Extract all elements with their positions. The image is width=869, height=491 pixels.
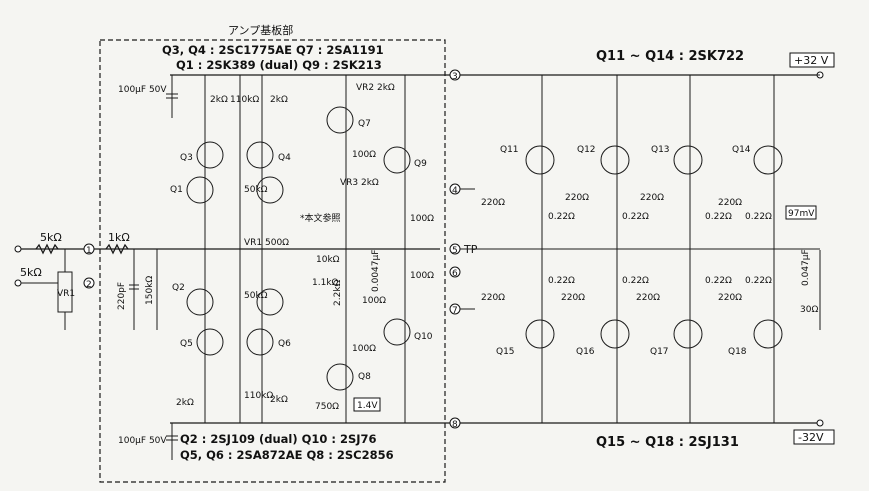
amp-board-outline [99, 39, 446, 483]
svg-text:Q7: Q7 [358, 119, 371, 129]
rail-pos: +32 V [794, 54, 829, 67]
board-title: アンプ基板部 [228, 23, 293, 37]
svg-text:220Ω: 220Ω [640, 193, 664, 203]
svg-text:Q10: Q10 [414, 332, 433, 342]
output-resistor-labels: 220Ω 220Ω 220Ω 220Ω 0.22Ω 0.22Ω 0.22Ω 0.… [481, 193, 818, 315]
svg-text:100Ω: 100Ω [352, 344, 376, 354]
rail-neg: -32V [798, 431, 824, 444]
svg-text:2.2kΩ: 2.2kΩ [333, 279, 343, 306]
svg-text:2kΩ: 2kΩ [270, 95, 288, 105]
svg-text:2kΩ: 2kΩ [270, 395, 288, 405]
svg-text:Q4: Q4 [278, 153, 291, 163]
svg-text:Q1: Q1 [170, 185, 183, 195]
svg-text:220Ω: 220Ω [561, 293, 585, 303]
svg-text:220pF: 220pF [117, 282, 127, 310]
svg-text:50kΩ: 50kΩ [244, 291, 268, 301]
svg-text:8: 8 [452, 420, 458, 430]
svg-text:1kΩ: 1kΩ [108, 231, 130, 244]
svg-text:Q16: Q16 [576, 347, 595, 357]
svg-text:220Ω: 220Ω [481, 293, 505, 303]
output-columns [541, 75, 821, 423]
svg-text:0.22Ω: 0.22Ω [548, 212, 575, 222]
svg-text:150kΩ: 150kΩ [145, 276, 155, 305]
pch-note: Q15 ~ Q18 : 2SJ131 [596, 435, 739, 450]
svg-text:110kΩ: 110kΩ [230, 95, 259, 105]
svg-text:220Ω: 220Ω [718, 293, 742, 303]
svg-text:1: 1 [86, 246, 92, 256]
svg-text:Q14: Q14 [732, 145, 751, 155]
svg-text:Q6: Q6 [278, 339, 291, 349]
svg-text:VR1 500Ω: VR1 500Ω [244, 238, 289, 248]
svg-text:5kΩ: 5kΩ [20, 266, 42, 279]
svg-text:100Ω: 100Ω [362, 296, 386, 306]
svg-text:0.22Ω: 0.22Ω [622, 212, 649, 222]
svg-text:100μF 50V: 100μF 50V [118, 85, 167, 95]
nch-note: Q11 ~ Q14 : 2SK722 [596, 49, 744, 64]
output-transistors: Q11 Q12 Q13 Q14 Q15 Q16 Q17 Q18 [496, 145, 783, 357]
svg-text:2: 2 [86, 280, 92, 290]
svg-text:Q12: Q12 [577, 145, 596, 155]
svg-text:0.22Ω: 0.22Ω [548, 276, 575, 286]
svg-text:100Ω: 100Ω [352, 150, 376, 160]
svg-text:Q3: Q3 [180, 153, 193, 163]
svg-text:100Ω: 100Ω [410, 214, 434, 224]
svg-text:5: 5 [452, 246, 458, 256]
svg-text:Q13: Q13 [651, 145, 670, 155]
svg-text:50kΩ: 50kΩ [244, 185, 268, 195]
svg-text:Q5: Q5 [180, 339, 193, 349]
svg-text:Q2: Q2 [172, 283, 185, 293]
svg-text:*本文参照: *本文参照 [300, 212, 341, 224]
svg-text:Q9: Q9 [414, 159, 427, 169]
svg-text:220Ω: 220Ω [481, 198, 505, 208]
front-transistors: Q3 Q4 Q1 Q2 Q5 Q6 Q7 Q8 Q9 Q10 [170, 106, 433, 391]
svg-text:97mV: 97mV [788, 209, 815, 219]
svg-text:750Ω: 750Ω [315, 402, 339, 412]
svg-text:7: 7 [452, 306, 458, 316]
svg-text:0.0047μF: 0.0047μF [371, 250, 381, 292]
svg-text:3: 3 [452, 72, 458, 82]
svg-text:1.4V: 1.4V [357, 401, 378, 411]
svg-text:2kΩ: 2kΩ [210, 95, 228, 105]
svg-text:4: 4 [452, 186, 458, 196]
svg-text:0.22Ω: 0.22Ω [622, 276, 649, 286]
svg-text:VR3 2kΩ: VR3 2kΩ [340, 178, 379, 188]
svg-text:5kΩ: 5kΩ [40, 231, 62, 244]
svg-text:110kΩ: 110kΩ [244, 391, 273, 401]
svg-text:100μF 50V: 100μF 50V [118, 436, 167, 446]
svg-text:Q18: Q18 [728, 347, 747, 357]
svg-text:100Ω: 100Ω [410, 271, 434, 281]
svg-text:6: 6 [452, 269, 458, 279]
svg-text:Q11: Q11 [500, 145, 519, 155]
svg-text:220Ω: 220Ω [636, 293, 660, 303]
top-note-1: Q3, Q4 : 2SC1775AE Q7 : 2SA1191 [162, 43, 384, 57]
svg-text:Q15: Q15 [496, 347, 515, 357]
svg-text:0.22Ω: 0.22Ω [745, 276, 772, 286]
svg-text:Q8: Q8 [358, 372, 371, 382]
svg-text:0.22Ω: 0.22Ω [705, 276, 732, 286]
svg-text:10kΩ: 10kΩ [316, 255, 340, 265]
svg-text:1.1kΩ: 1.1kΩ [312, 278, 339, 288]
svg-text:220Ω: 220Ω [718, 198, 742, 208]
svg-text:0.047μF: 0.047μF [801, 249, 811, 286]
svg-text:Q17: Q17 [650, 347, 669, 357]
terminals: 3 4 5 6 7 8 1 2 [83, 69, 461, 430]
svg-text:220Ω: 220Ω [565, 193, 589, 203]
svg-text:0.22Ω: 0.22Ω [745, 212, 772, 222]
front-stage-labels: 2kΩ 110kΩ 2kΩ VR2 2kΩ 50kΩ VR1 500Ω 50kΩ… [176, 83, 434, 412]
top-note-2: Q1 : 2SK389 (dual) Q9 : 2SK213 [176, 58, 382, 72]
bottom-note-1: Q2 : 2SJ109 (dual) Q10 : 2SJ76 [180, 432, 377, 446]
bottom-note-2: Q5, Q6 : 2SA872AE Q8 : 2SC2856 [180, 448, 394, 462]
svg-text:VR1: VR1 [57, 289, 75, 299]
svg-text:0.22Ω: 0.22Ω [705, 212, 732, 222]
svg-text:30Ω: 30Ω [800, 305, 818, 315]
svg-text:2kΩ: 2kΩ [176, 398, 194, 408]
svg-text:VR2 2kΩ: VR2 2kΩ [356, 83, 395, 93]
